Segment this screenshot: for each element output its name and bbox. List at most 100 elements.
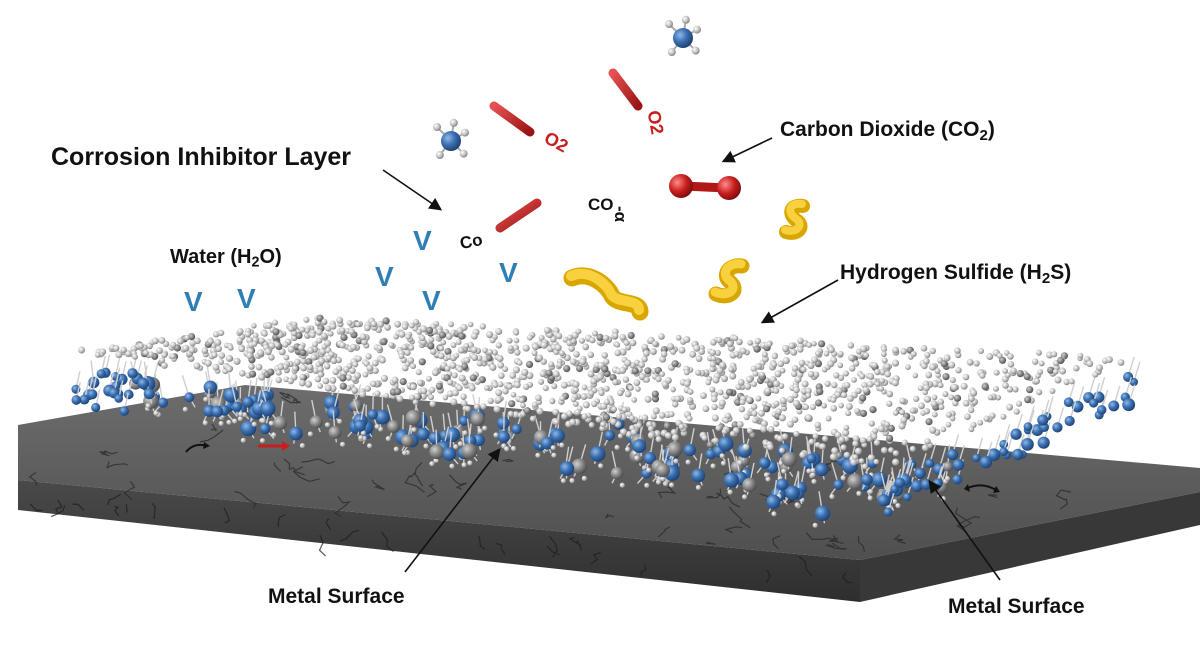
hydrogen-atom	[827, 346, 835, 354]
hydrogen-atom	[847, 342, 855, 349]
hydrogen-atom	[214, 338, 222, 347]
hydrogen-atom	[275, 376, 282, 384]
nitrogen-atom	[914, 467, 926, 480]
hydrogen-atom	[737, 460, 743, 466]
metal-slab-top	[18, 385, 1200, 560]
hydrogen-atom	[929, 347, 937, 355]
nitrogen-atom	[999, 447, 1008, 456]
hydrogen-atom	[170, 341, 177, 349]
hydrogen-atom	[830, 404, 838, 412]
carbon-atom	[763, 405, 771, 413]
hydrogen-atom	[483, 384, 490, 391]
hydrogen-atom	[131, 353, 139, 360]
hydrogen-atom	[655, 376, 662, 383]
hydrogen-atom	[402, 364, 409, 372]
hydrogen-atom	[955, 367, 962, 374]
hydrogen-atom	[646, 467, 652, 473]
nitrogen-atom	[401, 434, 414, 448]
nitrogen-atom	[1012, 448, 1024, 461]
hydrogen-atom	[837, 374, 845, 381]
nitrogen-atom	[979, 455, 993, 469]
nitrogen-atom	[933, 463, 946, 476]
hydrogen-atom	[542, 385, 549, 392]
hydrogen-atom	[709, 366, 715, 373]
hydrogen-atom	[321, 318, 328, 325]
hydrogen-atom	[892, 450, 899, 457]
hydrogen-atom	[246, 352, 253, 360]
hydrogen-atom	[880, 446, 888, 454]
hydrogen-atom	[767, 443, 774, 451]
hydrogen-atom	[791, 365, 799, 372]
hydrogen-atom	[124, 350, 132, 358]
hydrogen-atom	[282, 341, 289, 348]
hydrogen-atom	[539, 370, 547, 378]
hydrogen-atom	[921, 444, 929, 452]
hydrogen-atom	[848, 354, 855, 362]
hydrogen-atom	[506, 383, 513, 390]
hydrogen-atom	[759, 371, 765, 378]
hydrogen-atom	[686, 415, 693, 422]
hydrogen-atom	[674, 395, 681, 402]
hydrogen-atom	[463, 343, 470, 349]
surface-arrow-right	[964, 484, 1000, 493]
hydrogen-atom	[924, 395, 932, 403]
hydrogen-atom	[842, 429, 850, 437]
hydrogen-atom	[575, 328, 582, 335]
hydrogen-atom	[359, 390, 367, 398]
hydrogen-atom	[355, 321, 361, 328]
hydrogen-atom	[712, 437, 719, 444]
hydrogen-atom	[471, 346, 478, 353]
hydrogen-atom	[1002, 368, 1008, 374]
hydrogen-atom	[652, 407, 660, 415]
carbon-atom	[1057, 356, 1065, 365]
hydrogen-atom	[720, 460, 727, 466]
hydrogen-atom	[848, 365, 856, 372]
label-h2s: Hydrogen Sulfide (H2S)	[840, 261, 1072, 287]
hydrogen-atom	[449, 361, 457, 369]
hydrogen-atom	[852, 435, 860, 443]
hydrogen-atom	[393, 446, 399, 452]
hydrogen-atom	[362, 371, 369, 378]
carbon-atom	[859, 409, 868, 417]
hydrogen-atom	[329, 322, 337, 330]
hydrogen-atom	[633, 379, 641, 387]
hydrogen-atom	[797, 337, 804, 344]
hydrogen-atom	[366, 364, 374, 372]
hydrogen-atom	[218, 352, 226, 359]
hydrogen-atom	[617, 389, 624, 397]
hydrogen-atom	[693, 344, 701, 352]
edge-crack	[325, 518, 331, 530]
hydrogen-atom	[742, 494, 748, 500]
hydrogen-atom	[701, 434, 708, 441]
hydrogen-atom	[900, 348, 907, 355]
hydrogen-atom	[482, 347, 488, 354]
nitrogen-atom	[1089, 398, 1099, 408]
surface-crack	[28, 472, 38, 486]
hydrogen-atom	[535, 394, 542, 402]
carbon-atom	[438, 331, 447, 339]
hydrogen-atom	[1031, 358, 1039, 365]
hydrogen-atom	[268, 420, 274, 426]
hydrogen-atom	[930, 400, 938, 408]
nitrogen-atom	[375, 409, 390, 425]
nitrogen-atom	[550, 428, 565, 443]
hydrogen-atom	[829, 453, 837, 461]
hydrogen-atom	[629, 415, 635, 422]
nitrogen-atom	[942, 461, 953, 472]
hydrogen-atom	[619, 348, 627, 356]
hydrogen-atom	[226, 365, 233, 373]
carbon-atom	[469, 374, 477, 382]
carbon-atom	[525, 360, 534, 368]
nitrogen-atom	[353, 419, 366, 432]
hydrogen-atom	[595, 416, 603, 423]
hydrogen-atom	[852, 454, 859, 460]
nitrogen-atom	[203, 380, 218, 395]
hydrogen-atom	[303, 316, 310, 323]
hydrogen-atom	[590, 377, 598, 385]
hydrogen-atom	[570, 396, 577, 403]
hydrogen-atom	[778, 414, 786, 422]
hydrogen-atom	[526, 372, 534, 380]
hydrogen-atom	[250, 322, 257, 329]
hydrogen-atom	[405, 333, 412, 340]
hydrogen-atom	[374, 390, 381, 397]
